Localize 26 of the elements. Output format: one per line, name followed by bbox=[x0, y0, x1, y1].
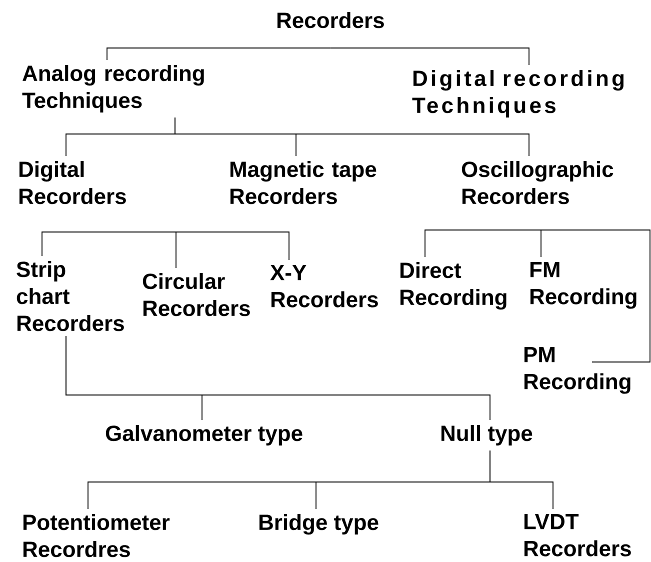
tree-label: Null type bbox=[441, 425, 532, 446]
tree-label: Bridge type bbox=[259, 514, 378, 535]
connector-line bbox=[174, 117, 530, 156]
connector-line bbox=[490, 450, 554, 510]
connector-line bbox=[106, 48, 331, 60]
connector-line bbox=[42, 232, 78, 256]
tree-label: Analog recording Techniques bbox=[22, 65, 204, 112]
tree-label: Digital Recorders bbox=[19, 161, 126, 204]
tree-label: FM Recording bbox=[530, 262, 636, 309]
connector-line bbox=[546, 230, 650, 362]
tree-label: Direct Recording bbox=[400, 262, 506, 310]
tree-label: X-Y Recorders bbox=[270, 265, 378, 308]
tree-label: Strip chart Recorders bbox=[16, 261, 124, 332]
tree-label: LVDT Recorders bbox=[524, 514, 631, 556]
tree-label: Magnetic tape Recorders bbox=[230, 161, 376, 204]
tree-label: Digital recording Techniques bbox=[412, 70, 624, 118]
connector-line bbox=[78, 232, 290, 260]
connector-line bbox=[330, 48, 530, 66]
connector-line bbox=[66, 336, 490, 420]
tree-label: Circular Recorders bbox=[142, 273, 250, 316]
tree-label: Oscillographic Recorders bbox=[462, 161, 614, 204]
tree-label: Potentiometer Recordres bbox=[23, 514, 170, 558]
tree-label: PM Recording bbox=[524, 347, 630, 394]
tree-label: Recorders bbox=[277, 12, 384, 28]
tree-label: Galvanometer type bbox=[106, 425, 302, 446]
connector-line bbox=[540, 230, 548, 258]
